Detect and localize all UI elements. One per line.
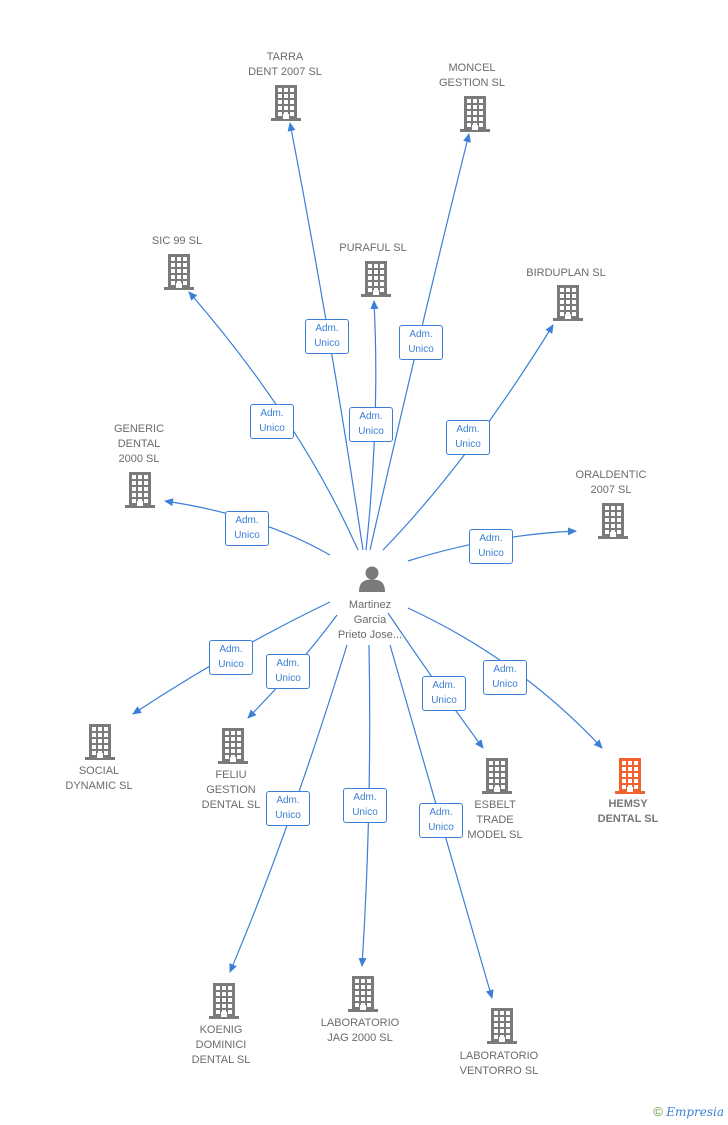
building-icon-oraldentic[interactable] — [598, 503, 628, 544]
role-badge-feliu: Adm. Unico — [266, 654, 310, 689]
building-icon-hemsy[interactable] — [615, 758, 645, 799]
company-label-sic99[interactable]: SIC 99 SL — [151, 235, 203, 247]
company-label-birduplan[interactable]: BIRDUPLAN SL — [526, 267, 606, 279]
role-badge-generic: Adm. Unico — [225, 511, 269, 546]
empresia-logo: Empresia — [666, 1105, 724, 1119]
footer-brand: © Empresia — [653, 1104, 724, 1119]
role-badge-puraful: Adm. Unico — [349, 407, 393, 442]
building-icon-birduplan[interactable] — [553, 285, 583, 326]
building-icon-moncel[interactable] — [460, 96, 490, 137]
role-badge-sic99: Adm. Unico — [250, 404, 294, 439]
role-badge-esbelt: Adm. Unico — [422, 676, 466, 711]
role-badge-social: Adm. Unico — [209, 640, 253, 675]
building-icon-puraful[interactable] — [361, 261, 391, 302]
company-label-koenig[interactable]: KOENIG DOMINICI DENTAL SL — [191, 1024, 251, 1066]
company-label-moncel[interactable]: MONCEL GESTION SL — [438, 62, 506, 89]
company-label-tarra[interactable]: TARRA DENT 2007 SL — [248, 51, 322, 78]
company-label-hemsy[interactable]: HEMSY DENTAL SL — [597, 798, 659, 825]
company-label-jag[interactable]: LABORATORIO JAG 2000 SL — [320, 1017, 400, 1044]
company-label-generic[interactable]: GENERIC DENTAL 2000 SL — [113, 423, 165, 465]
role-badge-tarra: Adm. Unico — [305, 319, 349, 354]
building-icon-generic[interactable] — [125, 472, 155, 513]
building-icon-ventorro[interactable] — [487, 1008, 517, 1049]
company-label-feliu[interactable]: FELIU GESTION DENTAL SL — [201, 769, 261, 811]
center-person-name[interactable]: Martinez Garcia Prieto Jose... — [337, 599, 403, 641]
company-label-puraful[interactable]: PURAFUL SL — [339, 242, 407, 254]
role-badge-moncel: Adm. Unico — [399, 325, 443, 360]
building-icon-social[interactable] — [85, 724, 115, 765]
company-label-oraldentic[interactable]: ORALDENTIC 2007 SL — [575, 469, 647, 496]
person-icon[interactable] — [358, 564, 386, 592]
company-label-esbelt[interactable]: ESBELT TRADE MODEL SL — [467, 799, 523, 841]
copyright-symbol: © — [653, 1104, 663, 1119]
company-label-social[interactable]: SOCIAL DYNAMIC SL — [65, 765, 133, 792]
building-icon-tarra[interactable] — [271, 85, 301, 126]
role-badge-ventorro: Adm. Unico — [419, 803, 463, 838]
building-icon-jag[interactable] — [348, 976, 378, 1017]
role-badge-jag: Adm. Unico — [343, 788, 387, 823]
building-icon-sic99[interactable] — [164, 254, 194, 295]
role-badge-birduplan: Adm. Unico — [446, 420, 490, 455]
company-label-ventorro[interactable]: LABORATORIO VENTORRO SL — [459, 1050, 539, 1077]
role-badge-oraldentic: Adm. Unico — [469, 529, 513, 564]
building-icon-esbelt[interactable] — [482, 758, 512, 799]
role-badge-koenig: Adm. Unico — [266, 791, 310, 826]
building-icon-koenig[interactable] — [209, 983, 239, 1024]
building-icon-feliu[interactable] — [218, 728, 248, 769]
role-badge-hemsy: Adm. Unico — [483, 660, 527, 695]
